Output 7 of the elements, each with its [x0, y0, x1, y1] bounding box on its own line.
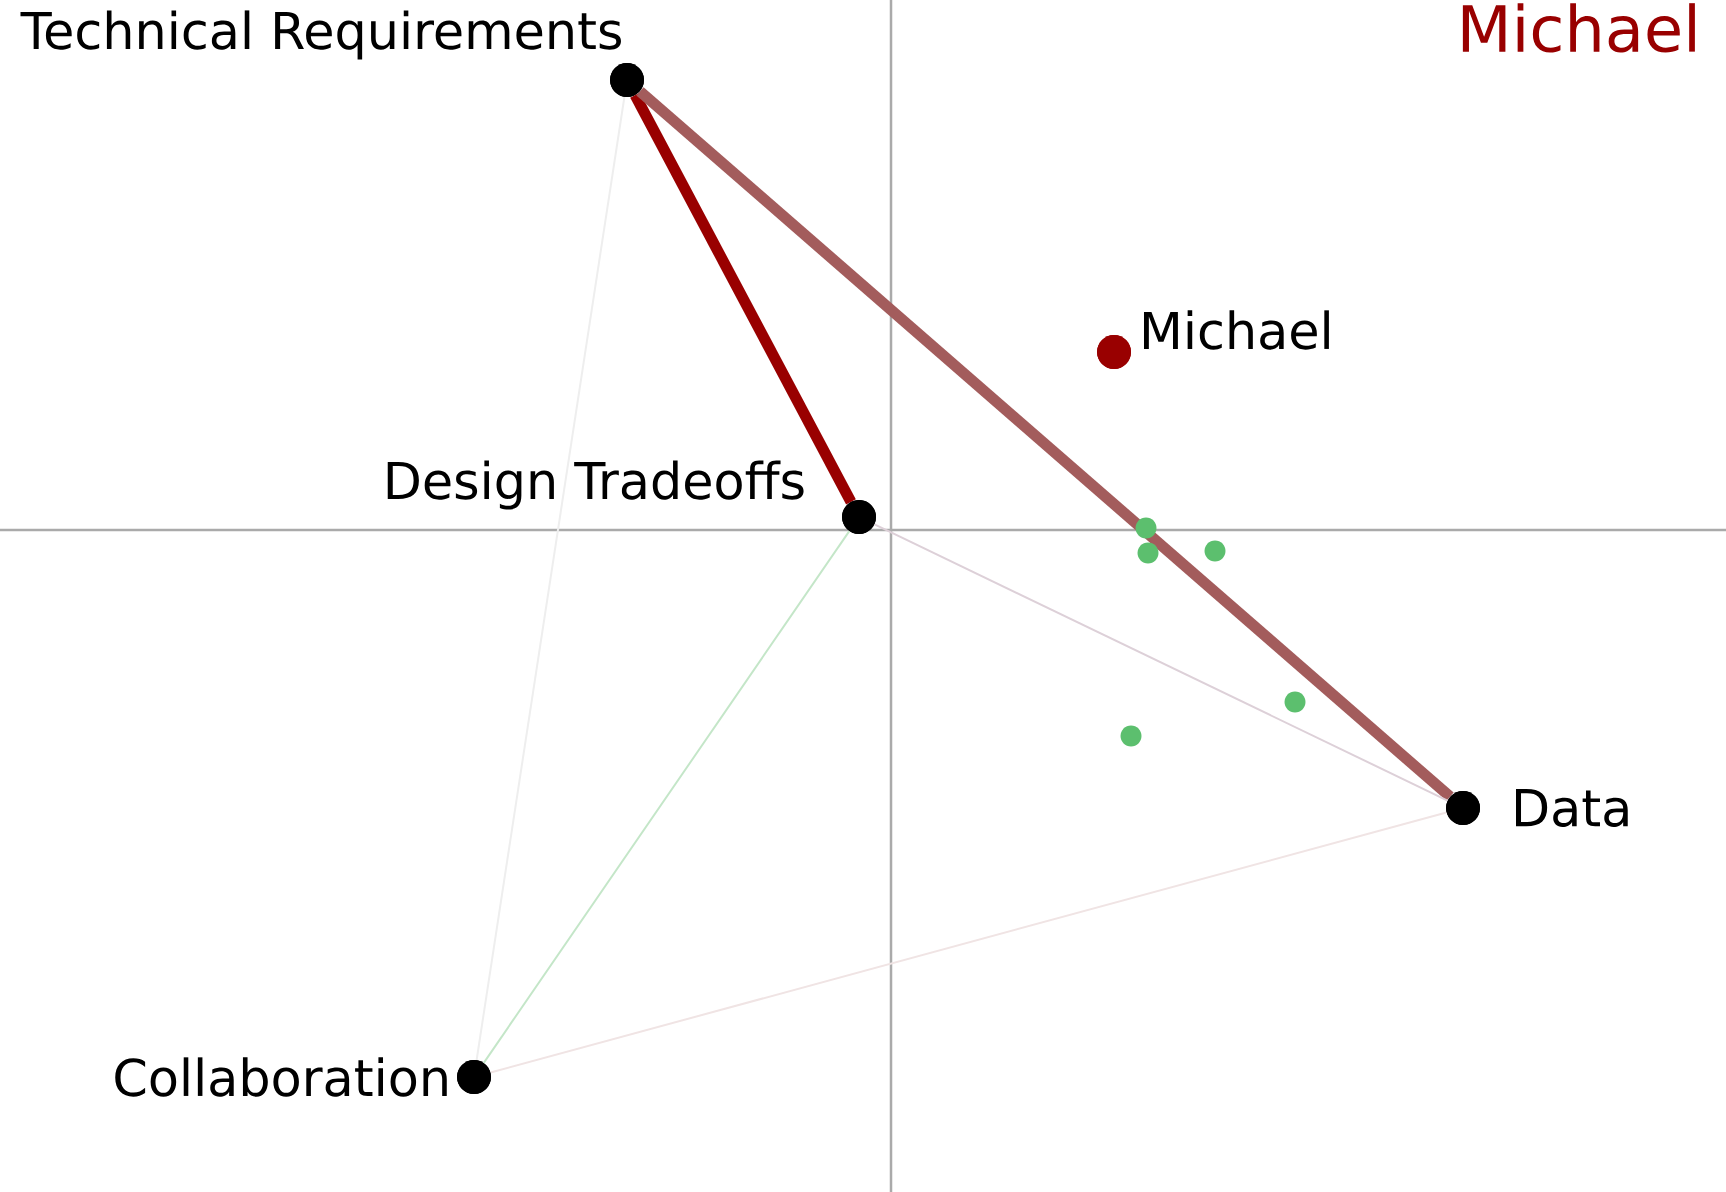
connector-line	[873, 523, 1449, 802]
connector-line	[489, 811, 1448, 1074]
connector-line	[475, 96, 626, 1061]
connector-line	[636, 87, 1454, 801]
title: Michael	[1462, 3, 1695, 53]
connector-line	[630, 92, 856, 505]
connector-line	[482, 530, 851, 1064]
